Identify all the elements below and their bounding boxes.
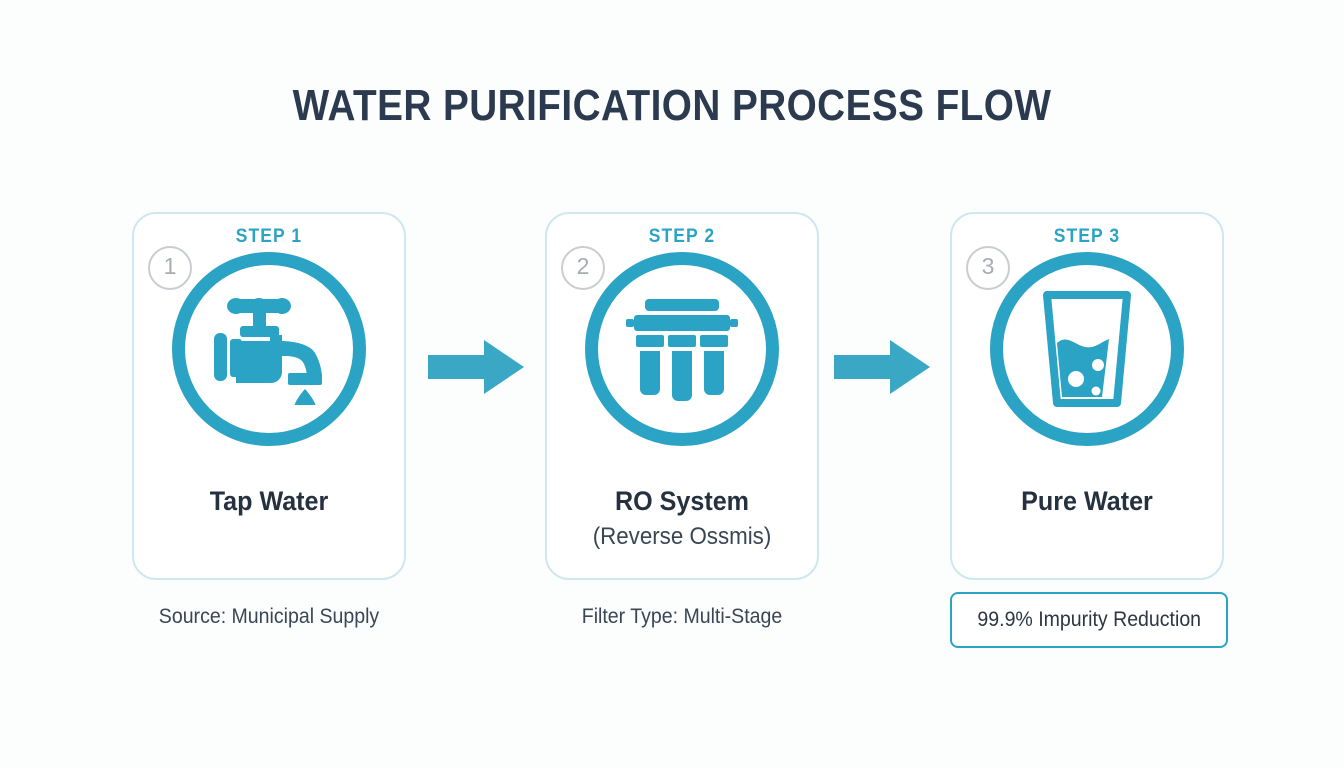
impurity-reduction-badge: 99.9% Impurity Reduction bbox=[950, 592, 1228, 648]
step-number-badge-2: 2 bbox=[561, 246, 605, 290]
ro-filter-icon bbox=[585, 252, 779, 446]
faucet-icon bbox=[172, 252, 366, 446]
step-number-badge-1: 1 bbox=[148, 246, 192, 290]
step-subtitle-2: (Reverse Ossmis) bbox=[592, 523, 772, 550]
step-number-badge-3: 3 bbox=[966, 246, 1010, 290]
step-title-2: RO System bbox=[615, 486, 749, 516]
step-label-2: STEP 2 bbox=[648, 226, 716, 247]
step-title-1: Tap Water bbox=[209, 486, 329, 516]
page-title: WATER PURIFICATION PROCESS FLOW bbox=[292, 81, 1052, 130]
process-step-card-3[interactable]: STEP 3 3 Pure Water bbox=[950, 212, 1224, 580]
step-caption-3: 99.9% Impurity Reduction bbox=[977, 608, 1201, 631]
step-label-1: STEP 1 bbox=[235, 226, 303, 247]
process-step-card-2[interactable]: STEP 2 2 RO System (Reverse Ossmi bbox=[545, 212, 819, 580]
step-title-3: Pure Water bbox=[1021, 486, 1153, 516]
arrow-right-icon-1 bbox=[428, 338, 524, 396]
arrow-right-icon-2 bbox=[834, 338, 930, 396]
step-label-3: STEP 3 bbox=[1053, 226, 1121, 247]
step-caption-2: Filter Type: Multi-Stage bbox=[581, 605, 783, 628]
step-caption-1: Source: Municipal Supply bbox=[158, 605, 380, 628]
process-step-card-1[interactable]: STEP 1 1 bbox=[132, 212, 406, 580]
water-glass-icon bbox=[990, 252, 1184, 446]
